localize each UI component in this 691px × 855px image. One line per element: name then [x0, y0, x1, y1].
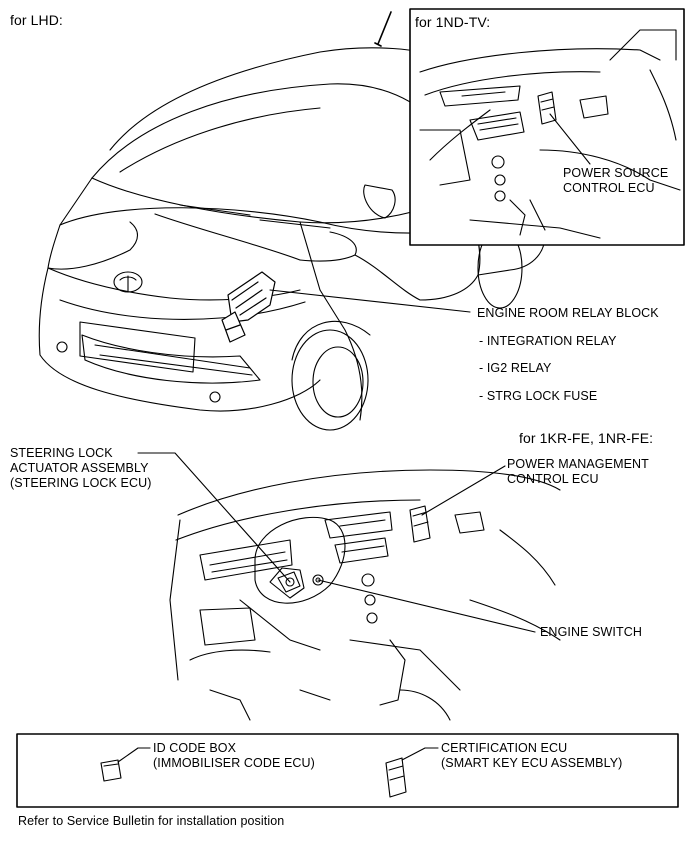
label-line: ID CODE BOX [153, 741, 237, 755]
inset-1nd-tv-frame [409, 8, 685, 246]
label-line: (IMMOBILISER CODE ECU) [153, 756, 315, 770]
relay-item-1: - INTEGRATION RELAY [479, 334, 617, 348]
relay-item-3: - STRG LOCK FUSE [479, 389, 598, 403]
engine-switch-label: ENGINE SWITCH [540, 625, 642, 639]
dashboard-illustration [169, 469, 561, 721]
footer-note: Refer to Service Bulletin for installati… [18, 814, 285, 828]
power-management-control-ecu-icon [409, 505, 431, 543]
lhd-label: for LHD: [10, 12, 63, 28]
car-illustration [38, 11, 546, 431]
label-line: POWER MANAGEMENT [507, 457, 649, 471]
label-line: CERTIFICATION ECU [441, 741, 568, 755]
certification-ecu-icon [385, 757, 407, 798]
label-line: (SMART KEY ECU ASSEMBLY) [441, 756, 623, 770]
id-code-box-icon [100, 759, 122, 782]
power-management-ecu-label: POWER MANAGEMENT CONTROL ECU [507, 457, 649, 487]
leader-id-code [117, 747, 151, 763]
engine-room-relay-block-icon [221, 271, 276, 343]
label-line: ACTUATOR ASSEMBLY [10, 461, 149, 475]
leader-power-source [549, 113, 591, 165]
section-1kr-title: for 1KR-FE, 1NR-FE: [519, 430, 654, 446]
steering-lock-label: STEERING LOCK ACTUATOR ASSEMBLY (STEERIN… [10, 446, 152, 491]
label-line: STEERING LOCK [10, 446, 113, 460]
id-code-box-label: ID CODE BOX (IMMOBILISER CODE ECU) [153, 741, 315, 771]
relay-item-2: - IG2 RELAY [479, 361, 552, 375]
leader-engine-switch [317, 579, 536, 633]
leader-power-management [421, 465, 506, 516]
label-line: CONTROL ECU [563, 181, 655, 195]
leader-engine-room-relay [269, 289, 471, 313]
engine-room-relay-block-label: ENGINE ROOM RELAY BLOCK [477, 306, 659, 320]
power-source-control-ecu-label: POWER SOURCE CONTROL ECU [563, 166, 668, 196]
leader-certification [401, 747, 439, 761]
leader-steering-lock [137, 452, 291, 583]
steering-lock-ecu-icon [277, 571, 301, 593]
label-line: (STEERING LOCK ECU) [10, 476, 152, 490]
label-line: POWER SOURCE [563, 166, 669, 180]
legend-frame [16, 733, 679, 808]
inset-dashboard-illustration [419, 29, 681, 239]
label-line: CONTROL ECU [507, 472, 599, 486]
certification-ecu-label: CERTIFICATION ECU (SMART KEY ECU ASSEMBL… [441, 741, 622, 771]
inset-title: for 1ND-TV: [415, 14, 491, 30]
